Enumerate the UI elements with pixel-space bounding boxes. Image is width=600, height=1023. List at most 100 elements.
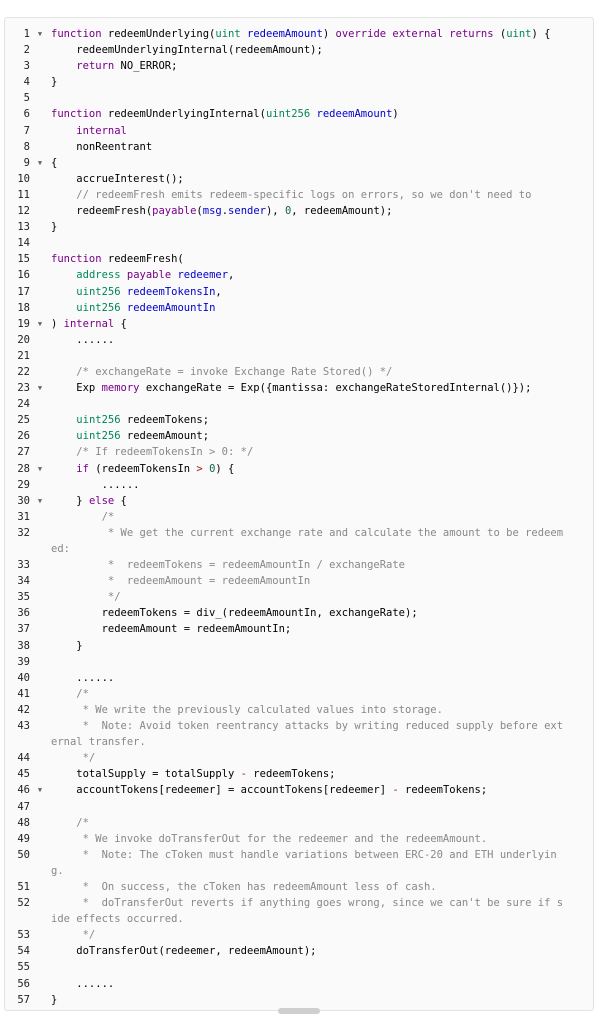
code-text: accrueInterest();	[51, 171, 184, 187]
line-number: 25	[17, 414, 30, 427]
line-number: 53	[17, 929, 30, 942]
chevron-down-icon[interactable]: ▼	[37, 786, 43, 795]
code-token: }	[51, 494, 89, 507]
line-number: 29	[17, 478, 30, 491]
code-token: Exp	[51, 382, 102, 395]
line-number: 54	[17, 945, 30, 958]
code-token: .	[221, 205, 229, 218]
horizontal-scrollbar[interactable]	[278, 1008, 320, 1014]
line-number: 23	[17, 382, 30, 395]
code-line: 40 ......	[5, 670, 593, 686]
code-text: ......	[51, 976, 114, 992]
code-line: 51 * On success, the cToken has redeemAm…	[5, 879, 593, 895]
code-line: 4}	[5, 74, 593, 90]
code-line: 48 /*	[5, 815, 593, 831]
code-token: {	[114, 317, 127, 330]
code-token: redeemAmountIn	[120, 301, 216, 314]
code-token: uint256	[76, 301, 121, 314]
line-number: 50	[17, 848, 30, 861]
code-line: 57}	[5, 992, 593, 1008]
code-token: ),	[265, 205, 285, 218]
code-text: * redeemAmount = redeemAmountIn	[51, 573, 310, 589]
code-text: }	[51, 638, 82, 654]
code-line: 45 totalSupply = totalSupply - redeemTok…	[5, 766, 593, 782]
line-number: 5	[23, 92, 30, 105]
code-text: * redeemTokens = redeemAmountIn / exchan…	[51, 557, 405, 573]
code-text: /* If redeemTokensIn > 0: */	[51, 444, 253, 460]
code-lines: 1▼function redeemUnderlying(uint redeemA…	[5, 18, 593, 1008]
code-line: 10 accrueInterest();	[5, 171, 593, 187]
line-number: 27	[17, 446, 30, 459]
code-text: }	[51, 992, 57, 1008]
code-text: * Note: Avoid token reentrancy attacks b…	[51, 718, 563, 734]
line-number: 2	[23, 44, 30, 57]
code-line: 19▼) internal {	[5, 316, 593, 332]
code-line: 9▼{	[5, 155, 593, 171]
code-token: {	[51, 156, 58, 169]
line-number: 39	[17, 655, 30, 668]
code-token: // redeemFresh emits redeem-specific log…	[51, 188, 532, 201]
line-number: 20	[17, 333, 30, 346]
line-number: 43	[17, 720, 30, 733]
code-token: */	[51, 929, 96, 942]
code-token: 0	[284, 205, 292, 218]
code-token: >	[196, 462, 203, 475]
line-number: 8	[23, 140, 30, 153]
code-token: doTransferOut(redeemer, redeemAmount);	[51, 945, 317, 958]
code-line: 11 // redeemFresh emits redeem-specific …	[5, 187, 593, 203]
code-text: /*	[51, 686, 89, 702]
code-token: accrueInterest();	[51, 172, 184, 185]
code-line: 34 * redeemAmount = redeemAmountIn	[5, 573, 593, 589]
code-line: 37 redeemAmount = redeemAmountIn;	[5, 621, 593, 637]
line-number: 40	[17, 671, 30, 684]
chevron-down-icon[interactable]: ▼	[37, 384, 43, 393]
line-number: 56	[17, 977, 30, 990]
code-token: ) {	[531, 28, 551, 40]
code-line: 50 * Note: The cToken must handle variat…	[5, 847, 593, 863]
code-token: ......	[51, 671, 115, 684]
code-text: uint256 redeemTokensIn,	[51, 284, 221, 300]
line-number: 17	[17, 285, 30, 298]
code-token: )	[51, 317, 64, 330]
code-text: } else {	[51, 493, 127, 509]
code-token	[51, 430, 76, 442]
code-token: * On success, the cToken has redeemAmoun…	[51, 880, 437, 893]
line-number: 34	[17, 575, 30, 588]
code-text: /*	[51, 509, 115, 525]
code-line: 17 uint256 redeemTokensIn,	[5, 284, 593, 300]
code-token: payable	[152, 205, 197, 218]
code-text: function redeemFresh(	[51, 251, 184, 267]
code-token: redeemTokens;	[120, 414, 210, 427]
chevron-down-icon[interactable]: ▼	[37, 496, 43, 505]
line-number: 16	[17, 269, 30, 282]
code-text: */	[51, 589, 121, 605]
code-token: * We invoke doTransferOut for the redeem…	[51, 832, 488, 845]
code-line: 29 ......	[5, 477, 593, 493]
chevron-down-icon[interactable]: ▼	[37, 319, 43, 328]
code-token: g.	[51, 864, 64, 877]
code-token: )	[392, 108, 399, 121]
code-editor[interactable]: 1▼function redeemUnderlying(uint redeemA…	[4, 17, 594, 1011]
line-number: 33	[17, 559, 30, 572]
code-token: if	[76, 462, 89, 475]
chevron-down-icon[interactable]: ▼	[37, 464, 43, 473]
code-token: redeemTokens = div_(redeemAmountIn, exch…	[51, 607, 418, 620]
chevron-down-icon[interactable]: ▼	[37, 30, 43, 38]
code-line: 52 * doTransferOut reverts if anything g…	[5, 895, 593, 911]
code-text: ide effects occurred.	[51, 911, 184, 927]
code-token: * redeemTokens = redeemAmountIn / exchan…	[51, 559, 406, 572]
code-token	[51, 463, 76, 475]
line-number: 46	[17, 784, 30, 797]
code-token: * We get the current exchange rate and c…	[51, 526, 564, 539]
code-token: uint256	[76, 414, 121, 427]
code-line: 3 return NO_ERROR;	[5, 58, 593, 74]
line-number: 47	[17, 800, 30, 813]
line-number: 49	[17, 832, 30, 845]
code-token: uint256	[76, 285, 121, 298]
code-text: uint256 redeemAmountIn	[51, 300, 215, 316]
code-token: nonReentrant	[51, 140, 153, 153]
code-line: 47	[5, 799, 593, 815]
chevron-down-icon[interactable]: ▼	[37, 158, 43, 167]
line-number: 6	[23, 108, 30, 121]
line-number: 32	[17, 526, 30, 539]
